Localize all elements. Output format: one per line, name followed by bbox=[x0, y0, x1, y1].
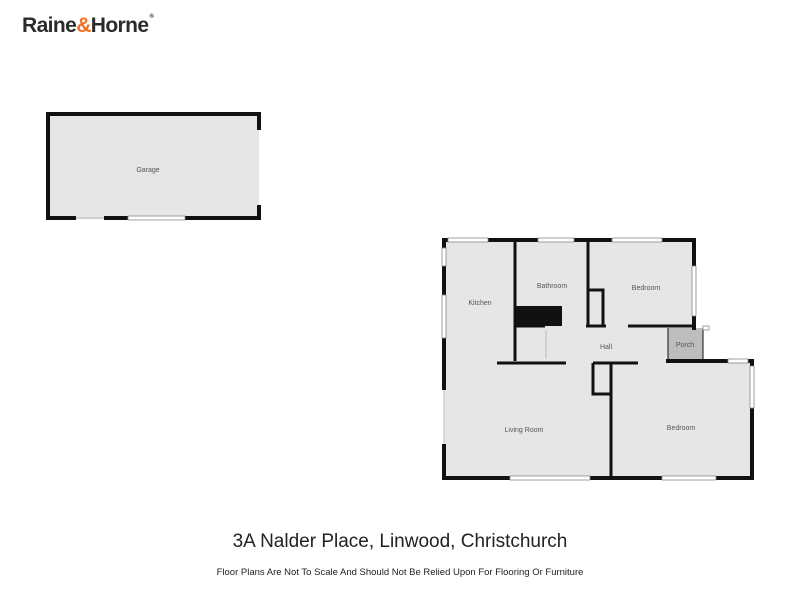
room-label-hall: Hall bbox=[600, 344, 613, 351]
disclaimer-text: Floor Plans Are Not To Scale And Should … bbox=[216, 567, 584, 578]
window-bedroom1-top bbox=[611, 237, 663, 243]
house-block: Kitchen Bathroom Bedroom Hall Porch Livi… bbox=[441, 237, 755, 481]
room-label-kitchen: Kitchen bbox=[468, 300, 491, 307]
garage-block: Garage bbox=[46, 112, 261, 221]
window-bathroom-top bbox=[537, 237, 575, 243]
property-address: 3A Nalder Place, Linwood, Christchurch bbox=[232, 531, 568, 552]
window-bedroom2-bottom bbox=[661, 475, 717, 481]
porch-step bbox=[702, 325, 710, 331]
window-living-bottom bbox=[509, 475, 591, 481]
room-label-bedroom-1: Bedroom bbox=[632, 285, 661, 292]
garage-window bbox=[127, 215, 186, 221]
room-label-porch: Porch bbox=[676, 342, 694, 349]
brand-name-part2: Horne bbox=[90, 14, 149, 37]
window-bedroom2-right bbox=[749, 365, 755, 409]
room-label-garage: Garage bbox=[136, 167, 159, 174]
house-floor bbox=[444, 241, 752, 478]
bathroom-fixture bbox=[515, 306, 562, 326]
room-label-living-room: Living Room bbox=[505, 427, 544, 434]
room-label-bedroom-2: Bedroom bbox=[667, 425, 696, 432]
window-kitchen-left-1 bbox=[441, 247, 447, 267]
brand-name-part1: Raine bbox=[22, 14, 77, 37]
garage-floor bbox=[48, 114, 259, 218]
brand-logo: Raine&Horne® bbox=[22, 14, 154, 38]
wall-hall-closet bbox=[591, 363, 611, 396]
registered-mark: ® bbox=[149, 14, 154, 20]
window-kitchen-top bbox=[447, 237, 489, 243]
porch-floor bbox=[668, 328, 703, 361]
brand-ampersand: & bbox=[76, 14, 91, 37]
wall-closet bbox=[588, 288, 605, 326]
window-bedroom2-top bbox=[727, 358, 749, 364]
window-bedroom1-right bbox=[691, 265, 697, 317]
window-kitchen-left-2 bbox=[441, 294, 447, 339]
room-label-bathroom: Bathroom bbox=[537, 283, 568, 290]
